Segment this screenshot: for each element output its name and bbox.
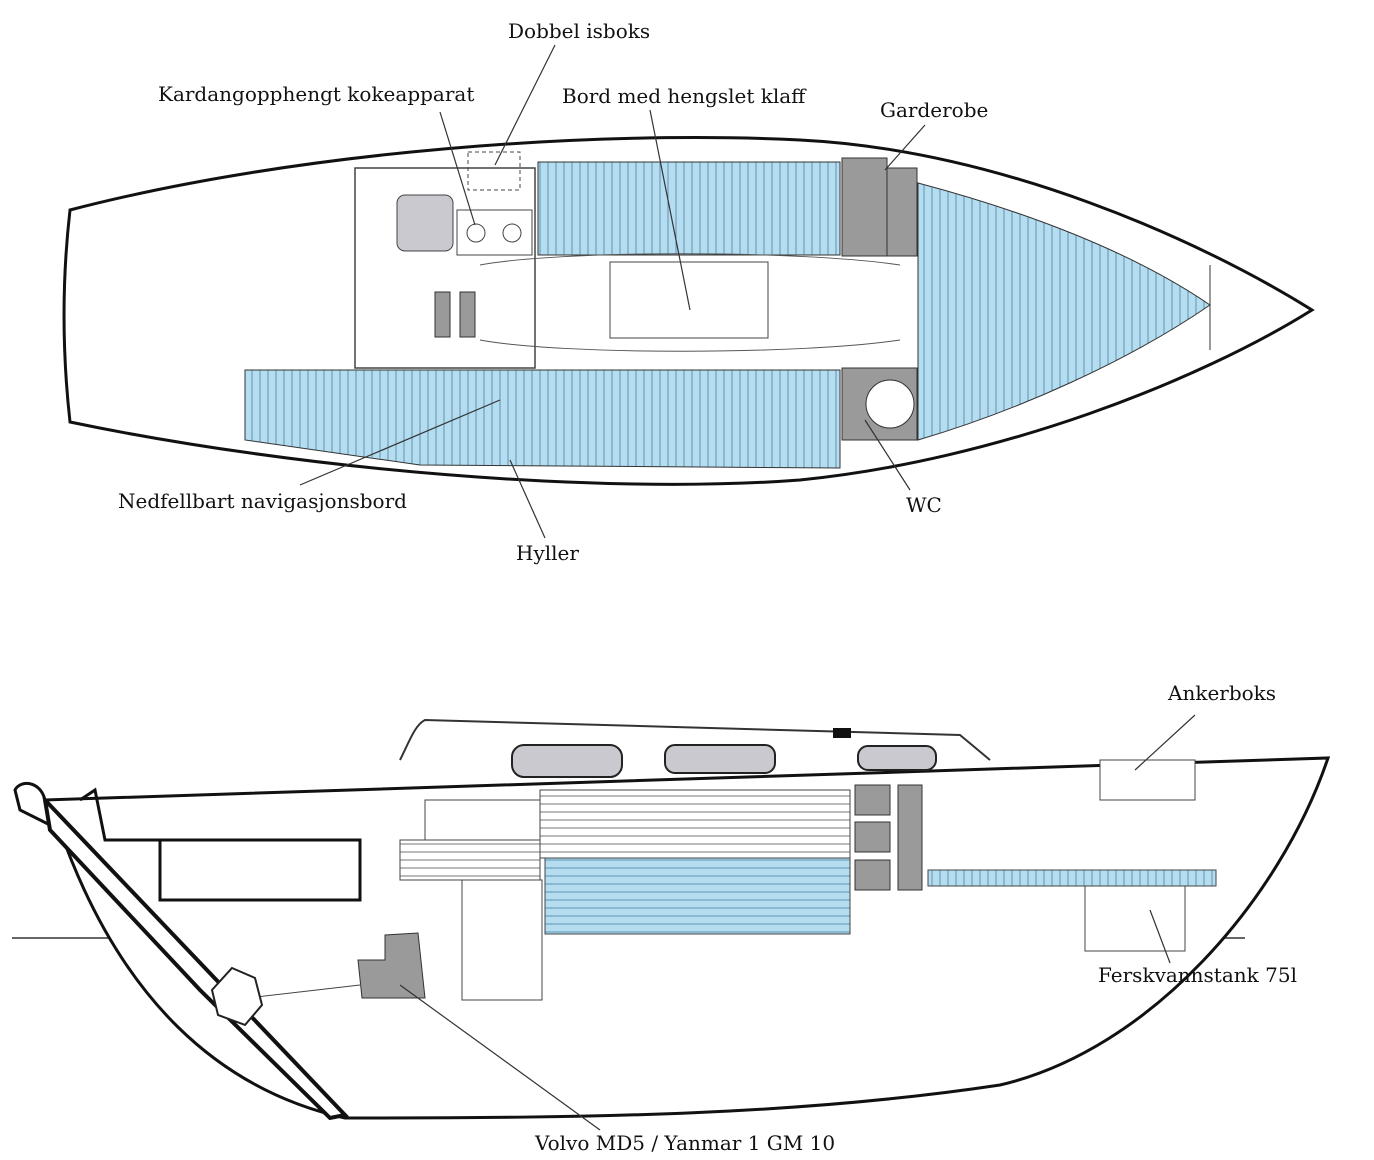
water-tank (1084, 885, 1186, 952)
plan-leader-lines (299, 44, 926, 539)
saloon-table (609, 261, 769, 339)
label-anchor-box: Ankerboks (1167, 681, 1276, 705)
profile-leader-lines (399, 714, 1196, 1131)
saloon-settee-cushion (544, 857, 851, 935)
propeller (210, 966, 264, 1027)
label-table: Bord med hengslet klaff (562, 84, 807, 108)
profile-view: Ankerboks Ferskvannstank 75l Volvo MD5 /… (12, 681, 1331, 1155)
deck-plan: Dobbel isboks Kardangopphengt kokeappara… (62, 19, 1315, 565)
wardrobe (841, 157, 888, 257)
label-engine: Volvo MD5 / Yanmar 1 GM 10 (534, 1131, 835, 1155)
starboard-berth-cushion (537, 161, 841, 256)
label-wc: WC (906, 493, 942, 517)
toilet (865, 379, 915, 429)
galley-counter (354, 167, 536, 369)
galley-unit (461, 879, 543, 1001)
port-berth-cushion (244, 369, 841, 469)
label-nav-table: Nedfellbart navigasjonsbord (118, 489, 407, 513)
profile-hull-outline (13, 756, 1331, 1120)
engine (357, 932, 426, 999)
label-wardrobe: Garderobe (880, 98, 988, 122)
window (511, 744, 623, 778)
label-shelves: Hyller (516, 541, 579, 565)
step (434, 291, 451, 338)
keel-skeg (41, 793, 349, 1121)
saloon-backrest (539, 789, 851, 859)
icebox (467, 151, 521, 191)
label-icebox: Dobbel isboks (508, 19, 650, 43)
forward-berth-cushion (927, 869, 1217, 887)
label-water-tank: Ferskvannstank 75l (1098, 963, 1297, 987)
cockpit (79, 787, 362, 902)
sink (396, 194, 454, 252)
label-stove: Kardangopphengt kokeapparat (158, 82, 474, 106)
stove (456, 209, 533, 256)
anchor-box (1099, 759, 1196, 801)
